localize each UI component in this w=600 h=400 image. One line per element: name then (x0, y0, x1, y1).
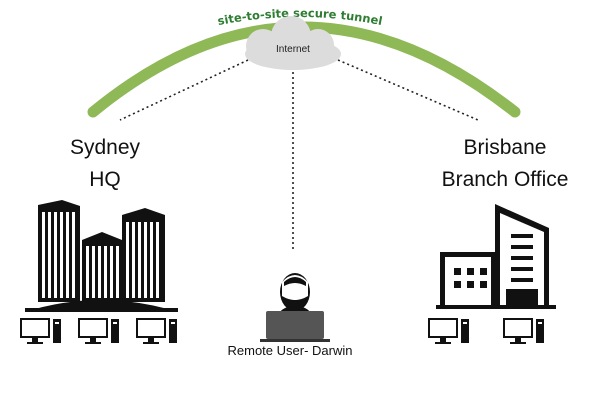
brisbane-connection-line (337, 59, 479, 121)
computer-icon (20, 318, 61, 344)
sydney-label-line1: Sydney (69, 136, 141, 159)
brisbane-branch-label: Brisbane Branch Office (425, 132, 585, 196)
sydney-workstations (20, 318, 177, 344)
cloud-icon (245, 16, 341, 70)
sydney-hq-label: Sydney HQ (45, 132, 165, 196)
computer-icon (428, 318, 469, 344)
internet-label: Internet (276, 44, 310, 55)
computer-icon (78, 318, 119, 344)
sydney-label-line2: HQ (89, 168, 121, 191)
remote-user-label: Remote User- Darwin (227, 343, 353, 358)
brisbane-label-line2: Branch Office (441, 168, 569, 191)
computer-icon (503, 318, 544, 344)
brisbane-workstations (428, 318, 544, 344)
computer-icon (136, 318, 177, 344)
brisbane-label-line1: Brisbane (463, 136, 547, 159)
city-buildings-icon (25, 200, 178, 312)
laptop-user-icon (260, 273, 330, 342)
office-building-icon (436, 204, 556, 309)
sydney-connection-line (119, 59, 249, 121)
